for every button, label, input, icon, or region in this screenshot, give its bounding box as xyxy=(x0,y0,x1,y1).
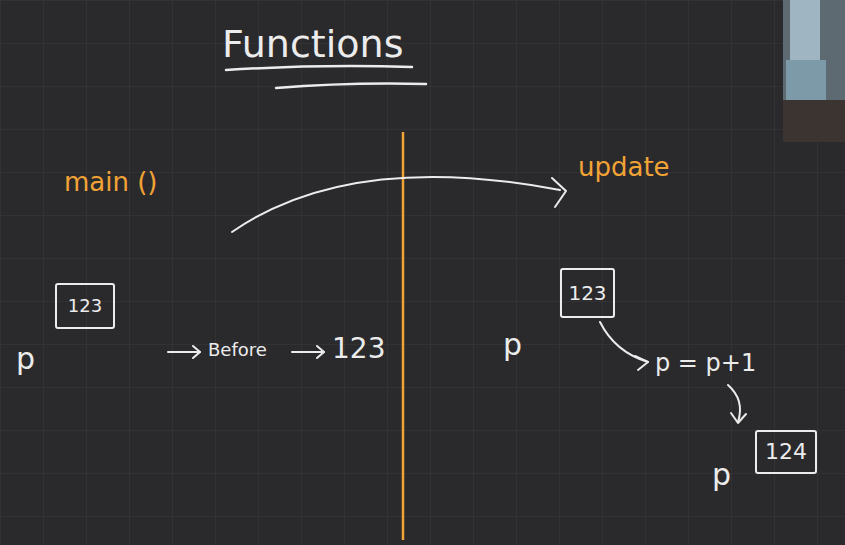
variable-name: p xyxy=(712,458,731,491)
divider-line xyxy=(402,132,405,540)
expression-text: p = p+1 xyxy=(655,350,756,376)
value-box: 124 xyxy=(755,430,817,474)
box-value: 123 xyxy=(68,296,102,316)
title: Functions xyxy=(222,24,403,66)
function-name: main () xyxy=(64,168,158,197)
title-underline xyxy=(226,66,426,88)
value-box: 123 xyxy=(55,283,115,329)
value-box: 123 xyxy=(560,268,615,318)
function-name: update xyxy=(578,153,670,182)
webcam-thumbnail xyxy=(783,0,845,142)
variable-name: p xyxy=(16,342,35,375)
box-value: 123 xyxy=(568,282,606,304)
variable-name: p xyxy=(503,328,522,361)
box-value: 124 xyxy=(765,440,807,464)
note-text: Before xyxy=(208,340,267,360)
call-arrow xyxy=(232,177,566,232)
value-text: 123 xyxy=(332,334,385,365)
